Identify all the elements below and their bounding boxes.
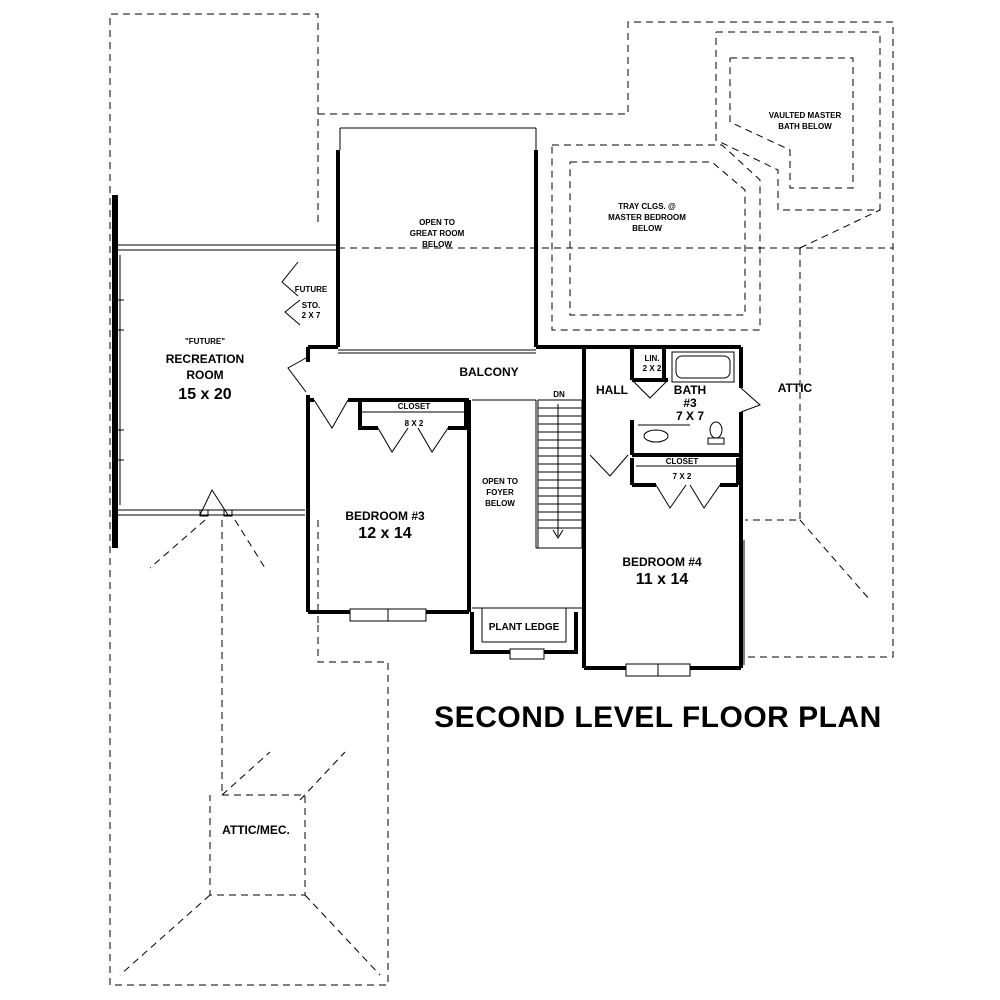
- staircase: [537, 399, 583, 549]
- open-foyer-line1: OPEN TO: [482, 477, 518, 486]
- down-stairs-label: DN: [553, 390, 565, 399]
- storage-size-label: 2 X 7: [302, 311, 321, 320]
- recreation-room-walls: [112, 195, 338, 548]
- vaulted-bath-line1: VAULTED MASTER: [769, 111, 842, 120]
- recreation-size-label: 15 x 20: [178, 386, 231, 403]
- plan-title: SECOND LEVEL FLOOR PLAN: [434, 701, 882, 734]
- open-foyer-line3: BELOW: [485, 499, 515, 508]
- bedroom4-name-label: BEDROOM #4: [622, 555, 702, 569]
- bedroom4-size-label: 11 x 14: [636, 571, 689, 588]
- bath3-num-label: #3: [683, 396, 697, 410]
- closet-right-size-label: 7 X 2: [673, 472, 692, 481]
- balcony-label: BALCONY: [459, 365, 518, 379]
- tray-ceiling-line2: MASTER BEDROOM: [608, 213, 686, 222]
- future-closet-label: FUTURE: [295, 285, 328, 294]
- closet-left-name-label: CLOSET: [398, 402, 431, 411]
- open-great-room-line2: GREAT ROOM: [410, 229, 465, 238]
- bedroom3-name-label: BEDROOM #3: [345, 509, 425, 523]
- closet-right-name-label: CLOSET: [666, 457, 699, 466]
- recreation-tag-label: "FUTURE": [185, 337, 225, 346]
- recreation-name2-label: ROOM: [186, 368, 223, 382]
- interior-walls: [306, 345, 761, 677]
- bath3-name-label: BATH: [674, 383, 706, 397]
- room-labels: "FUTURE" RECREATION ROOM 15 x 20 FUTURE …: [166, 111, 842, 837]
- vaulted-bath-line2: BATH BELOW: [778, 122, 832, 131]
- open-great-room-walls: [336, 127, 538, 347]
- roof-outlines: [109, 13, 894, 986]
- linen-name-label: LIN.: [644, 354, 659, 363]
- storage-name-label: STO.: [302, 301, 321, 310]
- attic-right-label: ATTIC: [778, 381, 813, 395]
- closet-left-size-label: 8 X 2: [405, 419, 424, 428]
- open-great-room-line3: BELOW: [422, 240, 452, 249]
- bedroom3-size-label: 12 x 14: [358, 525, 411, 542]
- bath3-size-label: 7 X 7: [676, 409, 704, 423]
- open-foyer-line2: FOYER: [486, 488, 514, 497]
- recreation-name1-label: RECREATION: [166, 352, 244, 366]
- open-great-room-line1: OPEN TO: [419, 218, 455, 227]
- hall-label: HALL: [596, 383, 628, 397]
- tray-ceiling-line1: TRAY CLGS. @: [618, 202, 676, 211]
- attic-mec-label: ATTIC/MEC.: [222, 823, 290, 837]
- tray-ceiling-line3: BELOW: [632, 224, 662, 233]
- plant-ledge-label: PLANT LEDGE: [489, 622, 560, 633]
- linen-size-label: 2 X 2: [643, 364, 662, 373]
